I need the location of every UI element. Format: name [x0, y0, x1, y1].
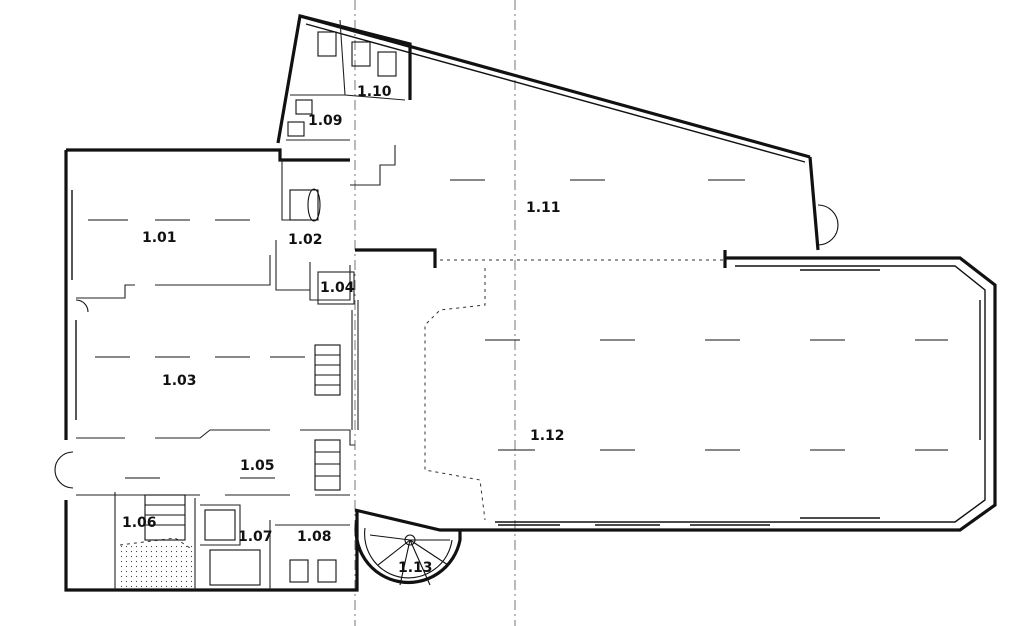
room-label-1-01: 1.01 [142, 230, 177, 246]
exterior-walls [64, 14, 997, 592]
room-label-1-04: 1.04 [320, 280, 355, 296]
room-label-1-08: 1.08 [297, 529, 332, 545]
interior-walls [76, 19, 406, 590]
room-label-1-03: 1.03 [162, 373, 197, 389]
room-label-1-07: 1.07 [238, 529, 273, 545]
room-label-1-13: 1.13 [398, 560, 433, 576]
room-label-1-05: 1.05 [240, 458, 275, 474]
dashed-boundaries [119, 259, 725, 549]
windows [71, 190, 981, 526]
room-label-1-09: 1.09 [308, 113, 343, 129]
room-label-1-12: 1.12 [530, 428, 565, 444]
ceiling-lights [88, 179, 948, 479]
doors [54, 204, 839, 489]
room-label-1-06: 1.06 [122, 515, 157, 531]
room-label-1-02: 1.02 [288, 232, 323, 248]
tower-furniture [204, 31, 397, 586]
room-label-1-10: 1.10 [357, 84, 392, 100]
room-label-1-11: 1.11 [526, 200, 561, 216]
room-labels: 1.01 1.02 1.03 1.04 1.05 1.06 1.07 1.08 … [122, 84, 565, 576]
stairs [120, 188, 462, 587]
